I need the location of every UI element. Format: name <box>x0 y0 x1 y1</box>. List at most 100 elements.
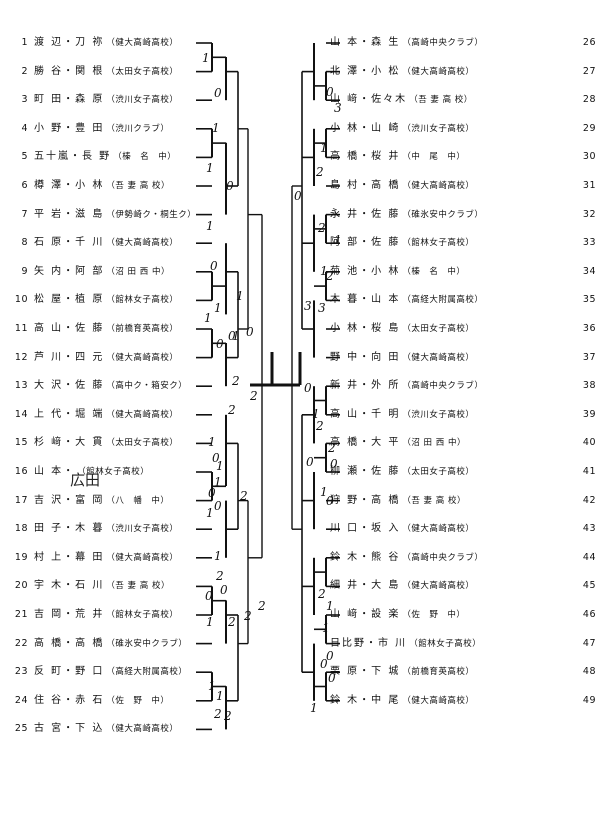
player-names: 島 村・高 橋 <box>330 180 401 191</box>
score-mark: 1 <box>312 407 320 421</box>
player-names: 川 口・坂 入 <box>330 523 401 535</box>
player-names: 平 岩・滋 島 <box>34 208 105 220</box>
score-mark: 1 <box>320 264 328 278</box>
team-name: （館林女子高校） <box>106 295 179 306</box>
entry-number: 47 <box>582 637 596 649</box>
entry-number: 23 <box>14 666 28 678</box>
player-names: 五十嵐・長 野 <box>34 151 112 163</box>
score-mark: 1 <box>206 615 214 629</box>
score-mark: 0 <box>326 85 334 99</box>
player-names: 石 原・千 川 <box>34 237 105 249</box>
entry-number: 32 <box>582 208 596 220</box>
entry-number: 5 <box>21 151 28 163</box>
entry-number: 17 <box>14 494 28 506</box>
score-mark: 0 <box>326 649 334 663</box>
team-name: （健大高崎高校） <box>106 238 179 249</box>
score-mark: 0 <box>214 86 222 100</box>
score-mark: 1 <box>216 459 224 473</box>
team-name: （碓氷安中クラブ） <box>402 209 484 220</box>
score-mark: 0 <box>246 325 254 339</box>
score-mark: 0 <box>205 589 213 603</box>
score-mark: 1 <box>214 301 222 315</box>
entry-number: 49 <box>582 694 596 706</box>
score-mark: 0 <box>208 486 216 500</box>
score-mark: 0 <box>220 583 228 597</box>
player-names: 樽 澤・小 林 <box>34 180 105 191</box>
score-mark: 2 <box>213 707 222 721</box>
entry-row: 阿 部・佐 藤（館林女子高校）33 <box>330 234 596 252</box>
entry-row: 山 本・森 生（高崎中央クラブ）26 <box>330 34 596 52</box>
team-name: （健大高崎高校） <box>402 581 475 592</box>
player-names: 小 林・山 崎 <box>330 122 401 134</box>
entry-row: 鈴 木・熊 谷（高崎中央クラブ）44 <box>330 549 596 567</box>
team-name: （渋川女子高校） <box>106 524 179 535</box>
team-name: （吾 妻 高 校） <box>106 181 170 191</box>
team-name: （高中ク・箱安ク） <box>106 381 188 392</box>
team-name: （高崎中央クラブ） <box>402 38 484 48</box>
team-name: （高経大附属高校） <box>402 295 484 306</box>
score-mark: 2 <box>317 587 326 601</box>
entry-row: 高 橋・大 平（沼 田 西 中）40 <box>330 434 596 452</box>
player-names: 高 山・佐 藤 <box>34 323 105 334</box>
entry-number: 41 <box>582 466 596 477</box>
entry-number: 35 <box>582 294 596 306</box>
entry-number: 1 <box>21 37 28 48</box>
entry-number: 14 <box>14 408 28 420</box>
player-names: 木 暮・山 本 <box>330 294 401 306</box>
team-name: （健大高崎高校） <box>106 38 179 48</box>
score-mark: 0 <box>226 179 234 193</box>
team-name: （太田女子高校） <box>402 324 475 334</box>
score-mark: 0 <box>216 337 224 351</box>
team-name: （健大高崎高校） <box>402 181 475 191</box>
entry-row: 新 井・外 所（高崎中央クラブ）38 <box>330 377 596 395</box>
entry-row: 高 橋・桜 井（中 尾 中）30 <box>330 148 596 166</box>
score-mark: 1 <box>310 701 318 715</box>
score-mark: 1 <box>206 219 214 233</box>
entry-number: 24 <box>14 694 28 706</box>
score-mark: 2 <box>327 441 336 455</box>
team-name: （健大高崎高校） <box>402 66 475 77</box>
team-name: （榛 名 中） <box>113 152 177 163</box>
player-names: 杉 﨑・大 貫 <box>34 437 105 449</box>
entry-row: 5 五十嵐・長 野（榛 名 中） <box>6 148 216 166</box>
team-name: （健大高崎高校） <box>402 524 475 535</box>
score-mark: 3 <box>318 301 326 315</box>
entry-number: 44 <box>582 551 596 563</box>
entry-row: 木 暮・山 本（高経大附属高校） 35 <box>330 291 596 309</box>
score-mark: 1 <box>208 435 216 449</box>
player-names: 日比野・市 川 <box>330 637 408 649</box>
entry-number: 29 <box>582 122 596 134</box>
score-mark: 3 <box>334 101 342 115</box>
team-name: （佐 野 中） <box>106 695 170 706</box>
score-mark: 0 <box>304 381 312 395</box>
score-mark: 1 <box>326 599 334 613</box>
player-names: 北 澤・小 松 <box>330 65 401 77</box>
score-mark: 0 <box>330 457 338 471</box>
entry-row: 川 口・坂 入（健大高崎高校）43 <box>330 520 596 538</box>
entry-number: 30 <box>582 151 596 163</box>
team-name: （健大高崎高校） <box>402 352 475 363</box>
entry-number: 2 <box>21 65 28 77</box>
player-names: 小 林・桜 島 <box>330 323 401 334</box>
player-names: 狩 野・高 橋 <box>330 494 401 506</box>
entry-row: 山 﨑・佐々木（吾 妻 高 校）28 <box>330 91 596 109</box>
entry-number: 15 <box>14 437 28 449</box>
team-name: （渋川クラブ） <box>106 123 170 134</box>
score-mark: 2 <box>223 709 232 723</box>
entry-number: 20 <box>14 580 28 592</box>
score-mark: 1 <box>206 506 214 520</box>
entry-number: 19 <box>14 551 28 563</box>
entry-row: 日比野・市 川（館林女子高校）47 <box>330 635 596 653</box>
